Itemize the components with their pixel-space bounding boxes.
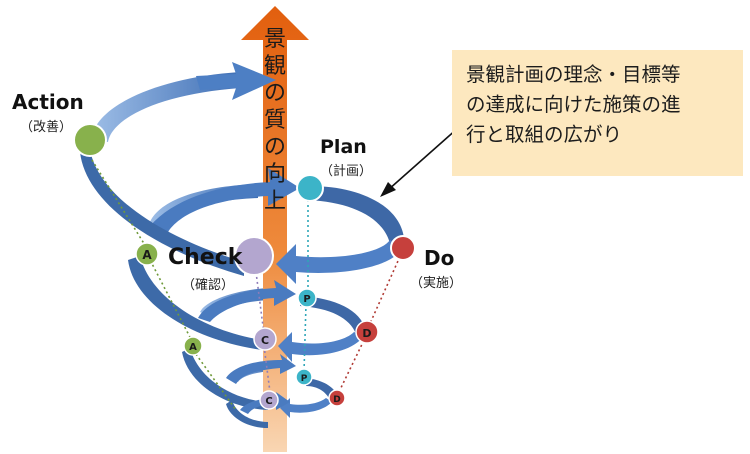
small-node-a2 [183,336,203,356]
small-node-d1 [355,320,379,344]
check-node [234,236,274,276]
callout-line: の達成に向けた施策の進 [466,93,681,116]
small-node-p2-letter: P [301,374,308,384]
spiral-band-level4-up [226,354,296,384]
dotted-connectors [91,159,403,411]
do-node [390,235,416,261]
axis-char: 観 [263,54,286,79]
spiral-band-level4-left [280,398,332,418]
spiral-band-do-check [276,240,402,284]
axis-char: 質 [263,108,286,133]
plan-node [296,174,324,202]
axis-char: 景 [263,27,286,52]
small-node-c2 [259,390,279,410]
small-node-a1 [135,242,159,266]
spiral-band-level3-do-check [278,332,364,362]
spiral-band-level3-plan-do [300,296,366,334]
action-sublabel: （改善） [20,120,73,135]
small-node-a1-letter: A [142,248,152,262]
callout-box: 景観計画の理念・目標等 の達成に向けた施策の進 行と取組の広がり [452,50,743,176]
callout-pointer-arrow [380,127,459,197]
do-sublabel: （実施） [410,276,463,291]
connector-action-green-2 [147,255,194,344]
spiral-band-top-arrowhead [196,62,276,100]
small-node-p1-letter: P [303,294,310,305]
small-node-d2-letter: D [333,395,340,405]
spiral-band-level4-around [182,348,268,410]
connector-plan-teal-2 [303,303,307,373]
plan-label: Plan [320,136,367,158]
connector-do-red-2 [337,335,367,395]
spiral-band-level3-around [128,256,262,350]
spiral-band-action-check [80,150,244,276]
spiral-band-level3-up [198,280,296,322]
check-sublabel: （確認） [182,278,235,293]
small-node-c1-letter: C [261,334,269,347]
spiral-band-level2-front [150,168,300,232]
connector-check-purple [255,271,265,335]
quality-axis-arrow [241,6,309,452]
callout-line: 景観計画の理念・目標等 [466,63,681,86]
small-node-a2-letter: A [189,342,197,353]
connector-do-red [367,251,403,329]
small-node-p2 [295,368,313,386]
small-node-p1 [297,288,317,308]
small-node-c1 [253,327,277,351]
action-node [73,123,107,157]
action-label: Action [12,90,84,114]
spiral-band-plan-do [308,186,404,244]
axis-char: の [263,135,286,160]
callout-line: 行と取組の広がり [466,123,623,146]
cycle-nodes [73,123,416,410]
axis-char: の [263,81,286,106]
spiral-band-level5 [226,400,268,428]
small-node-c2-letter: C [265,396,272,407]
spiral-back [92,72,272,382]
connector-action-green-3 [192,349,237,411]
small-node-d1-letter: D [362,327,371,340]
axis-label: 景 観 の 質 の 向 上 [262,26,288,215]
check-label: Check [168,245,243,270]
small-node-d2 [328,389,346,407]
do-label: Do [424,246,455,270]
axis-char: 向 [263,162,286,187]
plan-sublabel: （計画） [320,164,373,179]
axis-char: 上 [263,189,286,214]
